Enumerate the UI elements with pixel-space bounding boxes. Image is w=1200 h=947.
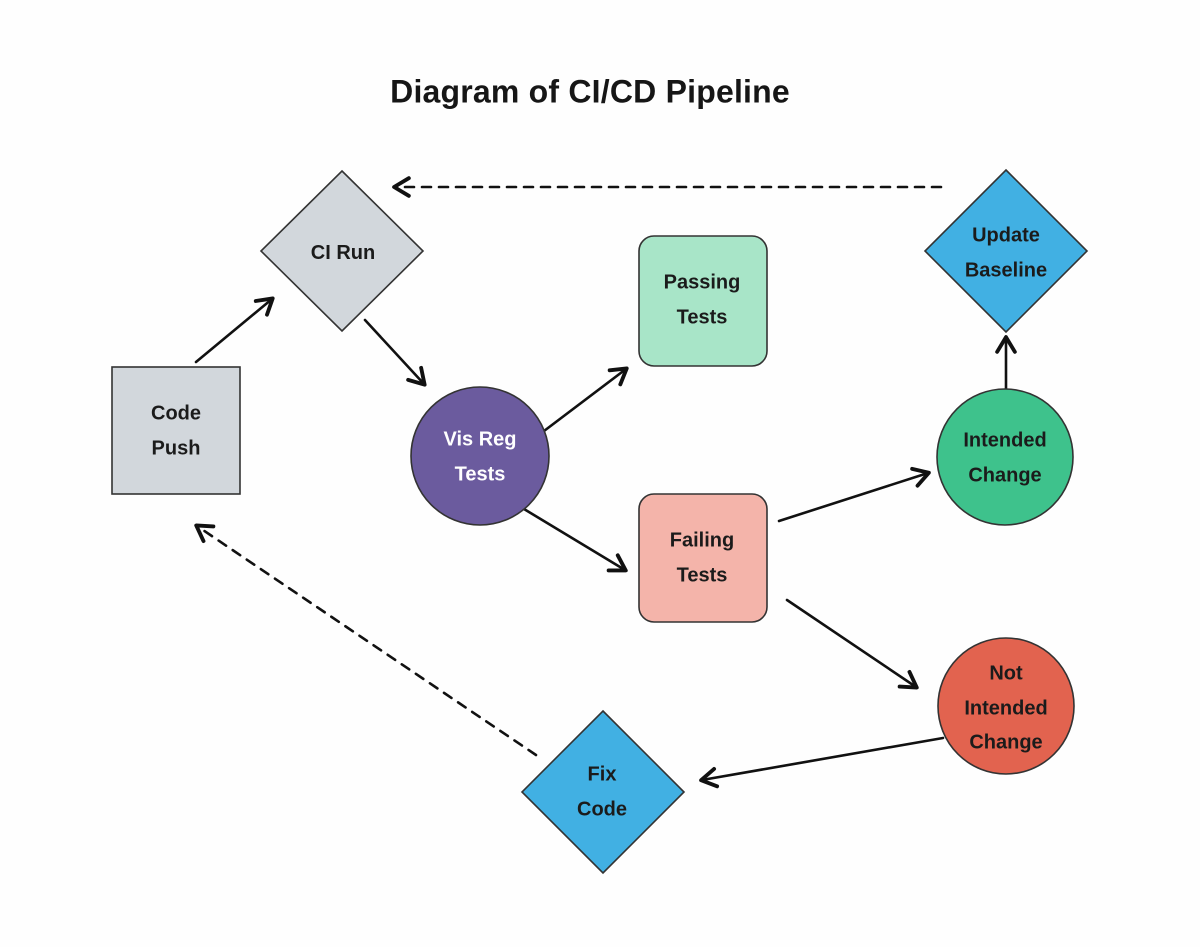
failing-tests-node [638, 493, 768, 623]
edge-failing-tests-to-not-intended-change [785, 598, 919, 690]
edge-ci-run-to-vis-reg-tests [363, 318, 427, 387]
intended-change-label: Intended Change [963, 424, 1046, 493]
code-push-label-line-1: Code [151, 402, 201, 425]
fix-code-label-line-2: Code [577, 798, 627, 820]
not-intended-change-node [937, 637, 1075, 775]
update-baseline-node [923, 168, 1089, 334]
ci-run-node [259, 169, 425, 333]
code-push-label-line-2: Push [151, 437, 201, 459]
not-intended-change-label: Not Intended Change [964, 656, 1047, 760]
passing-tests-label-line-2: Tests [676, 306, 728, 328]
edge-not-intended-change-to-fix-code [699, 736, 945, 789]
passing-tests-label-line-1: Passing [663, 271, 741, 294]
edge-vis-reg-tests-to-failing-tests [522, 507, 628, 573]
update-baseline-label-line-2: Baseline [964, 259, 1048, 281]
update-baseline-label-line-1: Update [972, 224, 1040, 247]
intended-change-label-line-2: Change [968, 464, 1042, 486]
page-title: Diagram of CI/CD Pipeline [390, 73, 790, 110]
vis-reg-tests-label-line-1: Vis Reg [443, 428, 517, 451]
not-intended-change-label-line-1: Not [989, 662, 1023, 685]
ci-run-label-line-1: CI Run [310, 241, 376, 264]
passing-tests-label: Passing Tests [664, 266, 741, 335]
update-baseline-label: Update Baseline [965, 219, 1047, 288]
code-push-label: Code Push [151, 397, 201, 466]
edge-failing-tests-to-intended-change [777, 466, 931, 523]
fix-code-label-line-1: Fix [587, 763, 617, 786]
edge-fix-code-to-code-push-dashed [194, 523, 538, 757]
intended-change-node [936, 388, 1074, 526]
vis-reg-tests-node [410, 386, 550, 526]
not-intended-change-label-line-2: Intended [964, 696, 1048, 719]
failing-tests-label-line-2: Tests [676, 564, 728, 586]
passing-tests-node [638, 235, 768, 367]
edge-vis-reg-tests-to-passing-tests [542, 366, 629, 433]
edge-code-push-to-ci-run [194, 296, 275, 364]
ci-run-label: CI Run [311, 236, 375, 271]
code-push-node [111, 366, 241, 495]
vis-reg-tests-label-line-2: Tests [454, 463, 506, 485]
failing-tests-label: Failing Tests [670, 524, 734, 593]
failing-tests-label-line-1: Failing [669, 529, 735, 552]
vis-reg-tests-label: Vis Reg Tests [444, 423, 517, 492]
not-intended-change-label-line-3: Change [969, 731, 1043, 754]
fix-code-node [520, 709, 686, 875]
fix-code-label: Fix Code [577, 758, 627, 827]
intended-change-label-line-1: Intended [963, 429, 1047, 452]
